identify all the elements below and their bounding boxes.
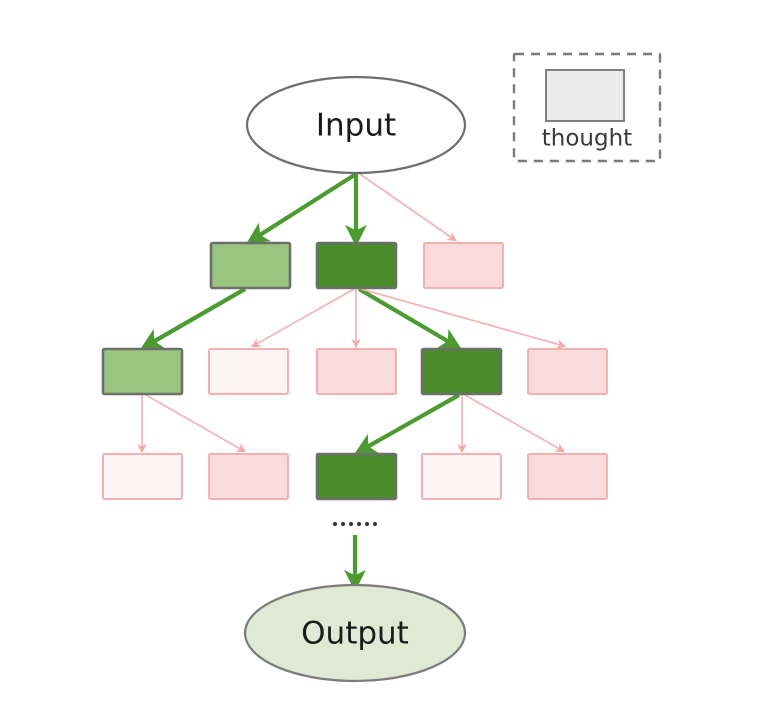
ellipsis-dot (364, 521, 370, 527)
thought-nodes-layer (101, 241, 608, 501)
output-ellipse[interactable] (243, 583, 467, 683)
thought-node-n3-4[interactable] (421, 453, 502, 500)
legend-border (512, 52, 662, 163)
edge-input-to-n1-1 (246, 172, 358, 244)
edge-n2-1-to-n3-2 (145, 394, 247, 453)
thought-node-n1-2[interactable] (315, 241, 398, 290)
legend: thought (512, 52, 662, 163)
ellipsis-dot (340, 521, 346, 527)
edge-n2-4-to-n3-5 (464, 394, 566, 453)
thought-node-n2-3[interactable] (316, 348, 397, 395)
output-node[interactable]: Output (243, 583, 467, 683)
ellipsis-dot (356, 521, 362, 527)
output-label: Output (301, 616, 409, 652)
thought-node-n1-3[interactable] (423, 242, 504, 289)
ellipsis-dot (348, 521, 354, 527)
ellipsis-dot (372, 521, 378, 527)
thought-node-n2-4[interactable] (420, 347, 503, 396)
legend-label: thought (542, 126, 632, 152)
thought-node-n2-1[interactable] (101, 347, 184, 396)
legend-thought-swatch (545, 69, 625, 122)
edge-n1-2-to-n2-4 (357, 287, 462, 350)
edge-n1-1-to-n2-1 (140, 287, 247, 350)
edge-input-to-n1-3 (359, 173, 457, 242)
thought-node-n3-3[interactable] (315, 452, 398, 501)
edges-layer (137, 172, 567, 592)
input-node[interactable]: Input (245, 75, 467, 175)
ellipsis-dot (332, 521, 338, 527)
edge-n1-2-to-n2-5 (360, 288, 567, 349)
input-label: Input (316, 108, 396, 144)
thought-node-n2-5[interactable] (527, 348, 608, 395)
thought-node-n3-5[interactable] (527, 453, 608, 500)
thought-node-n1-1[interactable] (209, 241, 292, 290)
edge-n1-2-to-n2-2 (250, 288, 355, 348)
input-ellipse[interactable] (245, 75, 467, 175)
thought-node-n2-2[interactable] (208, 348, 289, 395)
thought-node-n3-1[interactable] (102, 453, 183, 500)
thought-node-n3-2[interactable] (208, 453, 289, 500)
edge-n2-4-to-n3-3 (354, 393, 461, 455)
ellipsis-dots (332, 521, 378, 527)
